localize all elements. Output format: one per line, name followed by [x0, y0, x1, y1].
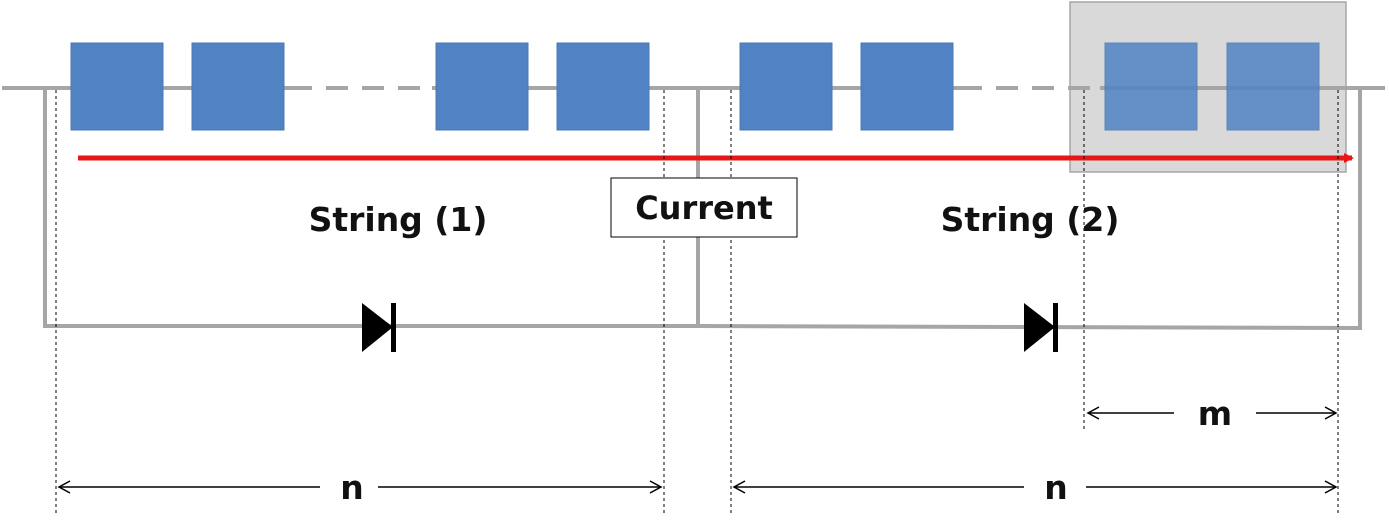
- diode-symbol-1: [362, 303, 396, 352]
- pv-module: [860, 42, 954, 131]
- string-2-label: String (2): [941, 200, 1120, 239]
- m-label: m: [1198, 394, 1232, 433]
- n-label-left: n: [340, 468, 364, 507]
- current-label: Current: [635, 189, 773, 227]
- pv-module-shaded: [1226, 42, 1320, 131]
- current-label-box: [610, 177, 798, 238]
- pv-module: [70, 42, 164, 131]
- diode-symbol-2: [1024, 303, 1058, 352]
- pv-modules: [70, 42, 1320, 131]
- pv-module: [435, 42, 529, 131]
- pv-module: [191, 42, 285, 131]
- pv-module-shaded: [1104, 42, 1198, 131]
- dimension-guides: [55, 90, 1339, 515]
- string-1-label: String (1): [309, 200, 488, 239]
- pv-module: [556, 42, 650, 131]
- n-label-right: n: [1044, 468, 1068, 507]
- bypass-wire-string-2: [697, 88, 1362, 331]
- pv-module: [739, 42, 833, 131]
